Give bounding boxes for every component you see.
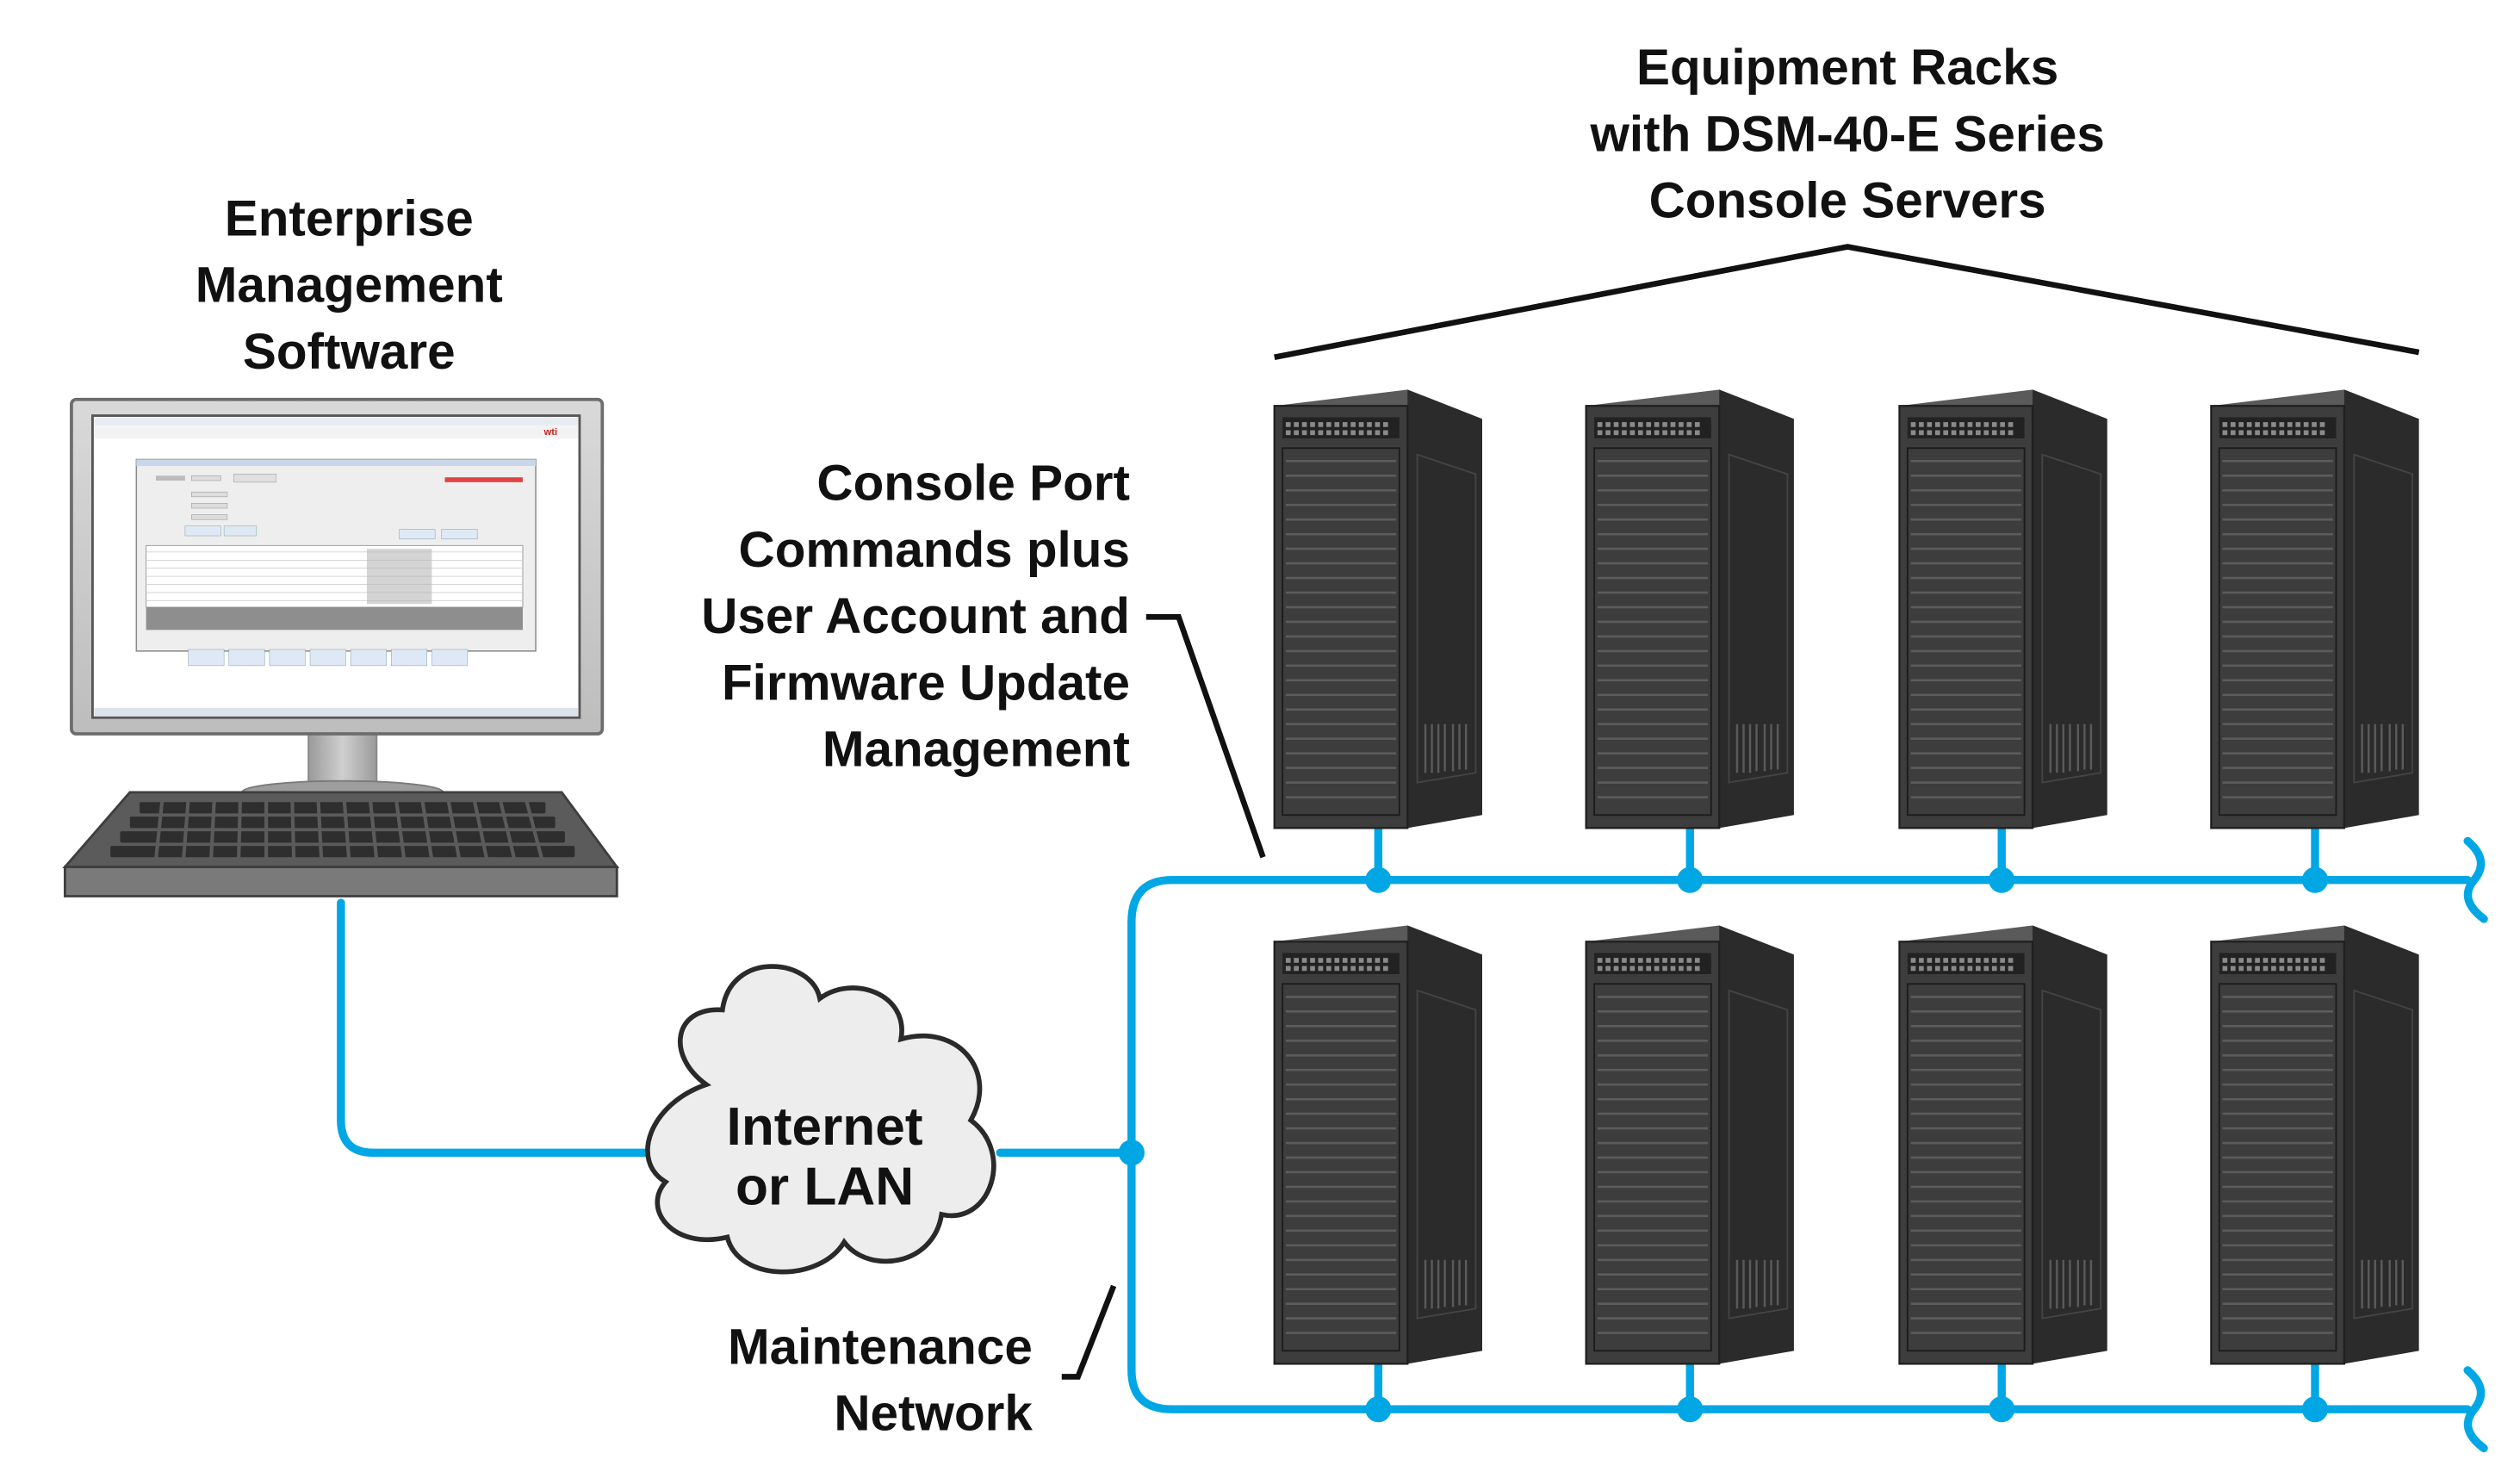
network-junctions: [1118, 866, 2329, 1423]
svg-text:Firmware Update: Firmware Update: [722, 655, 1130, 711]
rack-row-top: [1273, 388, 2420, 829]
server-rack-icon: [2210, 924, 2420, 1365]
computer-link: [337, 898, 654, 1158]
svg-text:Management: Management: [822, 722, 1130, 778]
racks-bracket: [1274, 244, 2420, 360]
svg-text:wti: wti: [543, 427, 557, 438]
svg-text:with DSM-40-E Series: with DSM-40-E Series: [1589, 106, 2104, 162]
svg-text:Internet: Internet: [727, 1097, 923, 1157]
svg-text:Console Port: Console Port: [816, 456, 1130, 512]
server-rack-icon: [1273, 924, 1484, 1365]
racks-label: Equipment Racks with DSM-40-E Series Con…: [1589, 40, 2104, 229]
server-rack-icon: [1273, 388, 1484, 829]
monitor-icon: wti: [70, 397, 605, 805]
ems-label: Enterprise Management Software: [196, 190, 503, 380]
maintenance-bus: [1127, 875, 2472, 927]
maintenance-label: Maintenance Network: [728, 1319, 1033, 1441]
svg-text:Maintenance: Maintenance: [728, 1319, 1033, 1375]
server-rack-icon: [1898, 388, 2109, 829]
bus-break-bottom: [2463, 1366, 2488, 1453]
svg-text:Equipment Racks: Equipment Racks: [1636, 40, 2058, 96]
server-rack-icon: [1585, 924, 1796, 1365]
rack-row-bottom: [1273, 924, 2420, 1365]
maintenance-leader: [1061, 1284, 1117, 1380]
keyboard-icon: [62, 791, 620, 897]
svg-text:Enterprise: Enterprise: [225, 190, 474, 246]
svg-text:Management: Management: [196, 258, 503, 314]
server-rack-icon: [1898, 924, 2109, 1365]
server-rack-icon: [1585, 388, 1796, 829]
server-rack-icon: [2210, 388, 2420, 829]
svg-text:Software: Software: [243, 324, 456, 380]
svg-text:Commands plus: Commands plus: [739, 522, 1130, 578]
console-label: Console Port Commands plus User Account …: [701, 456, 1130, 778]
svg-text:or LAN: or LAN: [736, 1158, 914, 1217]
console-leader: [1145, 614, 1266, 859]
cloud-label: Internet or LAN: [727, 1097, 923, 1217]
bus-break-top: [2463, 836, 2488, 923]
svg-text:Console Servers: Console Servers: [1649, 173, 2046, 229]
svg-text:User Account and: User Account and: [701, 588, 1130, 644]
svg-text:Network: Network: [834, 1386, 1033, 1442]
cloud-icon: [645, 964, 996, 1275]
